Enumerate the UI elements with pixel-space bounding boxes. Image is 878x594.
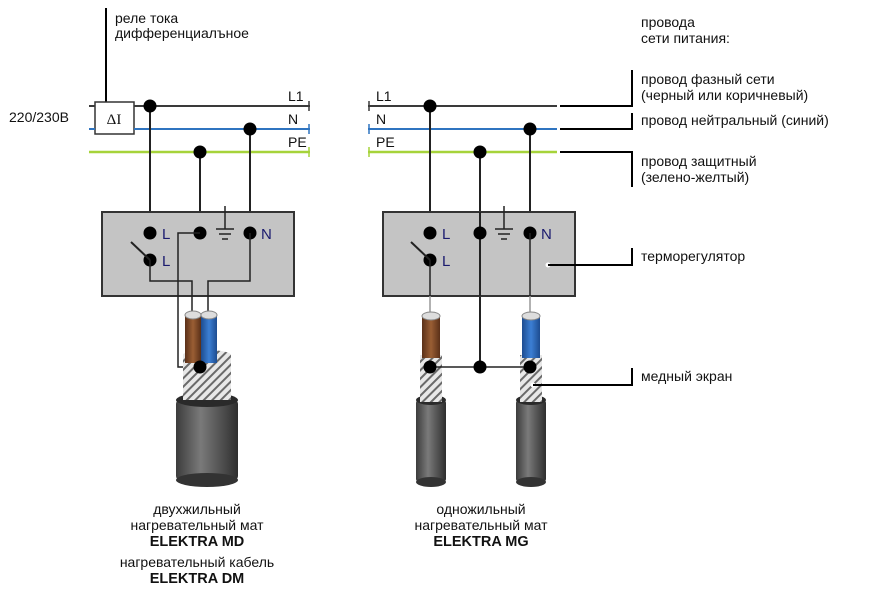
switch-icon — [130, 241, 151, 261]
rcd-box — [94, 101, 135, 135]
callout-line-phase — [560, 70, 633, 107]
callout-line-screen — [533, 368, 633, 386]
terminal-l-in — [143, 226, 157, 240]
caption-right-line2: нагревательный мат — [414, 517, 548, 533]
rcd-label-line1: реле тока — [115, 10, 178, 26]
junction-dot — [193, 145, 207, 159]
callout-neutral: провод нейтральный (синий) — [641, 112, 829, 128]
junction-dot — [523, 122, 537, 136]
blue-core-lead — [207, 233, 251, 318]
right-schematic: L1 N PE L L N — [368, 88, 576, 487]
caption-left-line1: двухжильный — [153, 501, 241, 517]
screen-junction-dot — [473, 360, 487, 374]
caption-right-line1: одножильный — [436, 501, 525, 517]
terminal-label-l-in: L — [442, 226, 450, 243]
screen-junction-dot — [423, 360, 437, 374]
single-core-cable-brown-icon — [416, 296, 446, 487]
left-schematic: ΔI L1 N PE L L — [89, 8, 310, 487]
bus-label-l1: L1 — [376, 88, 392, 104]
callout-copper-screen: медный экран — [641, 368, 732, 384]
junction-dot — [143, 99, 157, 113]
junction-dot — [473, 145, 487, 159]
callout-line-protective — [560, 151, 633, 187]
brown-core-lead — [149, 260, 193, 318]
terminal-label-n: N — [541, 226, 552, 243]
ground-icon — [216, 206, 234, 240]
bus-label-n: N — [288, 111, 298, 127]
junction-dot — [243, 122, 257, 136]
callout-thermostat: терморегулятор — [641, 248, 745, 264]
callout-protective-line1: провод защитный — [641, 153, 757, 169]
terminal-label-l-out: L — [442, 253, 450, 270]
junction-dot — [423, 99, 437, 113]
bus-label-l1: L1 — [288, 88, 304, 104]
voltage-label: 220/230В — [9, 109, 69, 125]
terminal-l-in — [423, 226, 437, 240]
caption-left-line4: нагревательный кабель — [120, 554, 274, 570]
thermostat-box-left — [101, 211, 295, 297]
callout-line-thermostat — [548, 248, 633, 266]
supply-header-line2: сети питания: — [641, 30, 730, 46]
terminal-label-l-in: L — [162, 226, 170, 243]
rcd-symbol: ΔI — [107, 112, 122, 128]
screen-junction-dot — [193, 360, 207, 374]
callout-phase-line1: провод фазный сети — [641, 71, 775, 87]
callouts — [533, 70, 633, 386]
bus-label-n: N — [376, 111, 386, 127]
callout-line-neutral — [560, 113, 633, 130]
terminal-label-l-out: L — [162, 253, 170, 270]
callout-phase-line2: (черный или коричневый) — [641, 87, 808, 103]
ground-icon — [495, 206, 513, 240]
caption-right-product-mg: ELEKTRA MG — [433, 534, 528, 550]
screen-junction-dot — [523, 360, 537, 374]
terminal-pe — [473, 226, 487, 240]
terminal-label-n: N — [261, 226, 272, 243]
two-core-cable-icon — [176, 310, 238, 487]
caption-left-line2: нагревательный мат — [130, 517, 264, 533]
caption-left-product-md: ELEKTRA MD — [150, 534, 245, 550]
supply-header-line1: провода — [641, 14, 695, 30]
single-core-cable-blue-icon — [516, 296, 546, 487]
rcd-label-line2: дифференциалъное — [115, 25, 249, 41]
bus-label-pe: PE — [376, 134, 395, 150]
switch-icon — [410, 241, 431, 261]
caption-left-product-dm: ELEKTRA DM — [150, 571, 245, 587]
callout-protective-line2: (зелено-желтый) — [641, 169, 749, 185]
bus-label-pe: PE — [288, 134, 307, 150]
